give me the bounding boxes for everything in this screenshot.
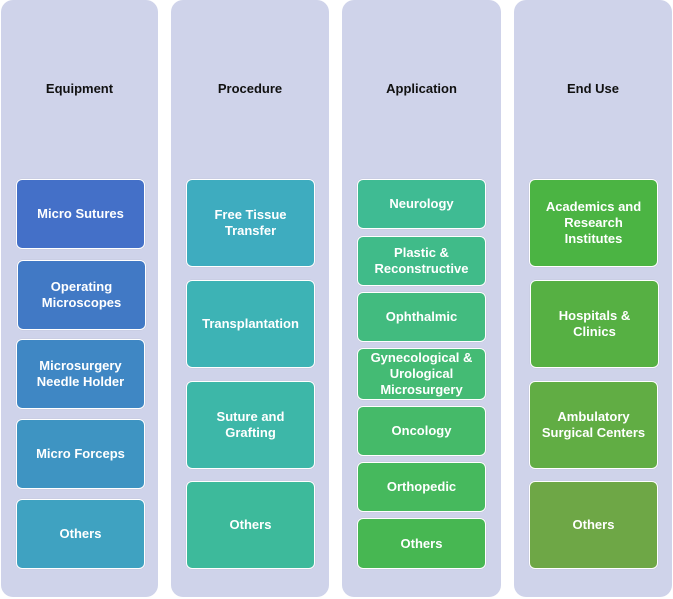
column-application: Application Neurology Plastic & Reconstr…	[342, 0, 501, 597]
box-item: Free Tissue Transfer	[186, 179, 315, 267]
box-item: Orthopedic	[357, 462, 486, 512]
box-item: Others	[357, 518, 486, 569]
box-item: Others	[16, 499, 145, 569]
box-item: Plastic & Reconstructive	[357, 236, 486, 286]
box-item: Suture and Grafting	[186, 381, 315, 469]
box-item: Hospitals & Clinics	[530, 280, 659, 368]
column-end-use: End Use Academics and Research Institute…	[514, 0, 672, 597]
box-item: Ambulatory Surgical Centers	[529, 381, 658, 469]
box-item: Ophthalmic	[357, 292, 486, 342]
box-item: Others	[529, 481, 658, 569]
box-item: Academics and Research Institutes	[529, 179, 658, 267]
column-title: Equipment	[45, 81, 114, 96]
box-item: Micro Forceps	[16, 419, 145, 489]
box-item: Oncology	[357, 406, 486, 456]
column-title: Procedure	[217, 81, 283, 96]
column-title: Application	[386, 81, 457, 96]
box-item: Others	[186, 481, 315, 569]
column-title: End Use	[566, 81, 619, 96]
box-item: Operating Microscopes	[17, 260, 146, 330]
box-item: Microsurgery Needle Holder	[16, 339, 145, 409]
column-equipment: Equipment Micro Sutures Operating Micros…	[1, 0, 158, 597]
box-item: Transplantation	[186, 280, 315, 368]
column-procedure: Procedure Free Tissue Transfer Transplan…	[171, 0, 329, 597]
box-item: Gynecological & Urological Microsurgery	[357, 348, 486, 400]
box-item: Micro Sutures	[16, 179, 145, 249]
box-item: Neurology	[357, 179, 486, 229]
